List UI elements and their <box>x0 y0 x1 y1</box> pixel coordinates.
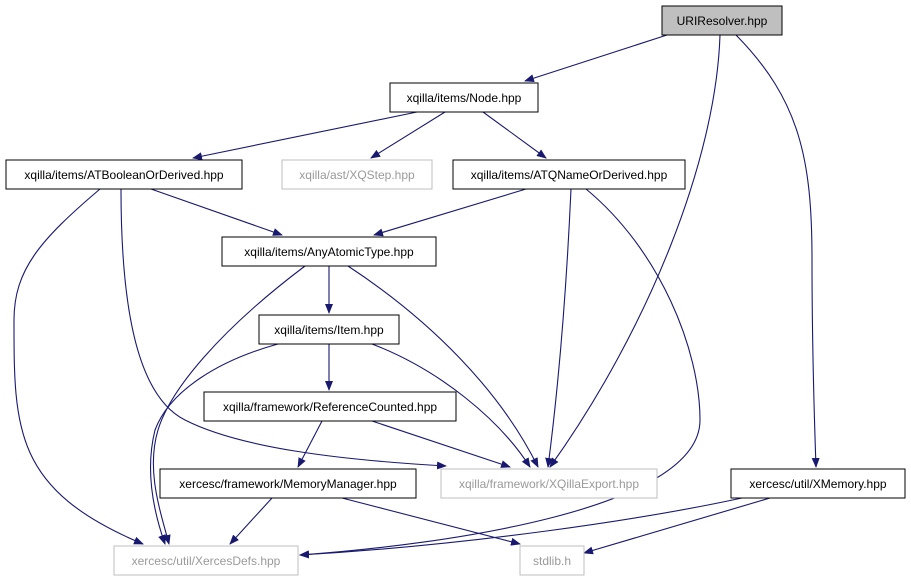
edge-uriresolver-to-xqillaexport <box>549 34 721 468</box>
edge-xmemory-to-stdlib <box>583 497 771 555</box>
node-anyatomic-label: xqilla/items/AnyAtomicType.hpp <box>244 245 414 259</box>
node-atqname-label: xqilla/items/ATQNameOrDerived.hpp <box>471 168 668 182</box>
edge-item-to-xqillaexport <box>371 343 531 468</box>
edge-uriresolver-to-node <box>524 34 668 83</box>
node-uriresolver-label: URIResolver.hpp <box>677 14 768 28</box>
edge-atqname-to-anyatomic <box>373 188 527 237</box>
edge-atboolean-to-xqillaexport <box>120 188 447 470</box>
edge-item-to-xercesdefs <box>150 343 279 545</box>
edge-atqname-to-xqillaexport <box>545 188 572 468</box>
node-xqstep[interactable]: xqilla/ast/XQStep.hpp <box>281 159 433 190</box>
edge-refcounted-to-memorymanager <box>297 420 323 468</box>
edge-atboolean-to-xercesdefs <box>13 188 144 545</box>
node-node[interactable]: xqilla/items/Node.hpp <box>389 82 539 113</box>
node-xercesdefs-label: xercesc/util/XercesDefs.hpp <box>132 554 281 568</box>
edge-node-to-atboolean <box>192 111 418 161</box>
node-xercesdefs[interactable]: xercesc/util/XercesDefs.hpp <box>113 545 299 576</box>
edge-uriresolver-to-xmemory <box>735 34 820 468</box>
node-xmemory[interactable]: xercesc/util/XMemory.hpp <box>730 468 906 499</box>
edge-atboolean-to-anyatomic <box>150 188 283 236</box>
node-refcounted[interactable]: xqilla/framework/ReferenceCounted.hpp <box>203 391 457 422</box>
edge-node-to-xqstep <box>370 111 446 159</box>
node-stdlib-label: stdlib.h <box>533 554 571 568</box>
node-xmemory-label: xercesc/util/XMemory.hpp <box>749 477 886 491</box>
node-atqname[interactable]: xqilla/items/ATQNameOrDerived.hpp <box>452 159 686 190</box>
node-stdlib[interactable]: stdlib.h <box>519 545 585 576</box>
edge-anyatomic-to-xercesdefs <box>152 265 306 545</box>
node-xqillaexport[interactable]: xqilla/framework/XQillaExport.hpp <box>440 468 658 499</box>
node-anyatomic[interactable]: xqilla/items/AnyAtomicType.hpp <box>221 236 437 267</box>
edge-memorymanager-to-xercesdefs <box>229 497 273 545</box>
node-node-label: xqilla/items/Node.hpp <box>407 91 522 105</box>
nodes: URIResolver.hpp xqilla/items/Node.hpp xq… <box>5 5 906 576</box>
edge-refcounted-to-xqillaexport <box>371 420 511 468</box>
edge-memorymanager-to-stdlib <box>341 497 521 546</box>
edge-node-to-atqname <box>482 111 547 159</box>
node-refcounted-label: xqilla/framework/ReferenceCounted.hpp <box>223 400 437 414</box>
node-item-label: xqilla/items/Item.hpp <box>274 323 384 337</box>
node-item[interactable]: xqilla/items/Item.hpp <box>258 314 400 345</box>
edge-anyatomic-to-xqillaexport <box>347 265 539 468</box>
node-uriresolver[interactable]: URIResolver.hpp <box>661 5 783 36</box>
node-xqstep-label: xqilla/ast/XQStep.hpp <box>299 168 415 182</box>
node-atboolean[interactable]: xqilla/items/ATBooleanOrDerived.hpp <box>5 159 243 190</box>
node-memorymanager-label: xercesc/framework/MemoryManager.hpp <box>179 477 397 491</box>
edges <box>13 34 820 559</box>
edge-atqname-to-xercesdefs <box>299 188 701 559</box>
edge-xmemory-to-xercesdefs <box>299 497 743 559</box>
node-memorymanager[interactable]: xercesc/framework/MemoryManager.hpp <box>159 468 417 499</box>
node-xqillaexport-label: xqilla/framework/XQillaExport.hpp <box>459 477 639 491</box>
node-atboolean-label: xqilla/items/ATBooleanOrDerived.hpp <box>24 168 224 182</box>
